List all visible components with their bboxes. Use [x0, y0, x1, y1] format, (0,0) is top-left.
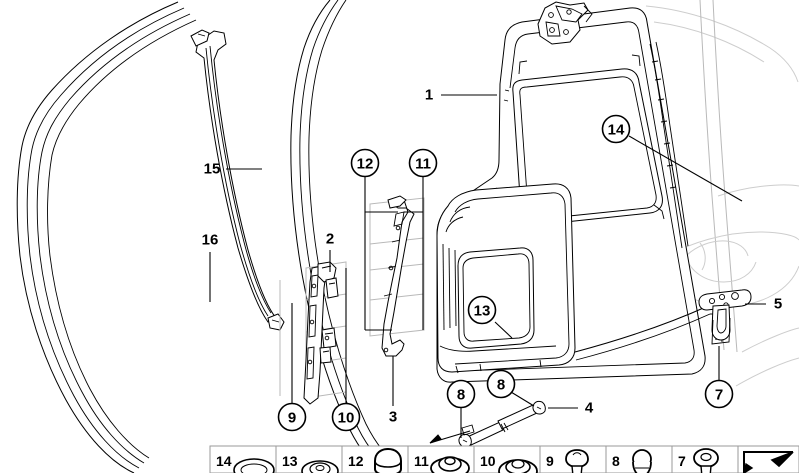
- legend-number-12: 12: [348, 453, 364, 469]
- legend-pointer-arrow: [429, 424, 475, 444]
- callout-4-label: 4: [585, 400, 594, 417]
- callout-16-label: 16: [202, 232, 219, 249]
- part-13-inner-trim-panel: [436, 183, 576, 374]
- legend-cell-12[interactable]: 12: [341, 445, 409, 473]
- callout-14[interactable]: 14: [601, 114, 631, 144]
- legend-strip: 14 13 12: [209, 445, 799, 473]
- grommet-plug-icon: [301, 460, 339, 473]
- cap-nut-icon: [374, 447, 402, 473]
- callout-11-label: 11: [415, 156, 431, 173]
- callout-9-label: 9: [288, 410, 296, 427]
- callout-1-label: 1: [425, 87, 433, 104]
- legend-cell-13[interactable]: 13: [275, 445, 343, 473]
- callout-bubbles: 12 11 14 13 7 8: [277, 114, 734, 432]
- callout-2-label: 2: [326, 231, 334, 248]
- part-5-striker-plate: [698, 289, 752, 311]
- callout-13-label: 13: [474, 303, 491, 320]
- legend-cell-10[interactable]: 10: [473, 445, 541, 473]
- callout-8-left[interactable]: 8: [446, 379, 476, 409]
- callout-8-right[interactable]: 8: [486, 369, 516, 399]
- callout-15-label: 15: [204, 161, 221, 178]
- callout-12[interactable]: 12: [350, 148, 380, 178]
- callout-leader-lines: [209, 94, 766, 438]
- callout-12-label: 12: [357, 156, 374, 173]
- weatherstrip-inner-seal: [290, 0, 401, 473]
- legend-number-14: 14: [216, 453, 232, 469]
- legend-cell-9[interactable]: 9: [539, 445, 607, 473]
- callout-13[interactable]: 13: [467, 295, 497, 325]
- callout-11[interactable]: 11: [408, 148, 438, 178]
- legend-number-13: 13: [282, 453, 298, 469]
- callout-8-left-label: 8: [457, 387, 465, 404]
- part-2-hinge-rail-assembly: [279, 261, 347, 405]
- callout-10[interactable]: 10: [331, 402, 361, 432]
- part-4-gas-strut: [458, 400, 546, 448]
- part-3-trim-bracket: [369, 195, 425, 357]
- weatherstrip-outer-seal: [16, 1, 197, 473]
- legend-number-10: 10: [480, 453, 496, 469]
- flange-grommet-icon: [498, 459, 538, 473]
- part-15-window-guide-strip: [190, 29, 285, 331]
- arrow-marker-icon: [743, 451, 794, 473]
- legend-cell-14[interactable]: 14: [209, 445, 277, 473]
- callout-7-label: 7: [715, 387, 723, 404]
- legend-number-8: 8: [612, 453, 620, 469]
- legend-cell-11[interactable]: 11: [407, 445, 475, 473]
- legend-number-9: 9: [546, 453, 554, 469]
- legend-cell-arrow[interactable]: [737, 445, 799, 473]
- hex-bolt-icon: [565, 449, 589, 473]
- stepped-grommet-icon: [430, 456, 470, 473]
- part-14-glass-seal-strip: [649, 41, 689, 249]
- washer-disc-icon: [233, 458, 275, 473]
- part-7-striker-body: [711, 304, 731, 345]
- callout-plain-numbers: 1 15 16 2 5 4 3: [202, 87, 783, 426]
- callout-10-label: 10: [338, 410, 355, 427]
- collar-bolt-icon: [693, 448, 719, 473]
- callout-7[interactable]: 7: [704, 379, 734, 409]
- callout-3-label: 3: [389, 409, 397, 426]
- legend-number-11: 11: [414, 453, 429, 469]
- tailgate-hinge-top: [537, 1, 593, 45]
- legend-cell-8[interactable]: 8: [605, 445, 673, 473]
- legend-cell-7[interactable]: 7: [671, 445, 739, 473]
- legend-number-7: 7: [678, 453, 686, 469]
- callout-9[interactable]: 9: [277, 402, 307, 432]
- ball-stud-icon: [632, 449, 652, 473]
- callout-5-label: 5: [774, 296, 782, 313]
- callout-8-right-label: 8: [497, 377, 505, 394]
- callout-14-label: 14: [608, 122, 625, 139]
